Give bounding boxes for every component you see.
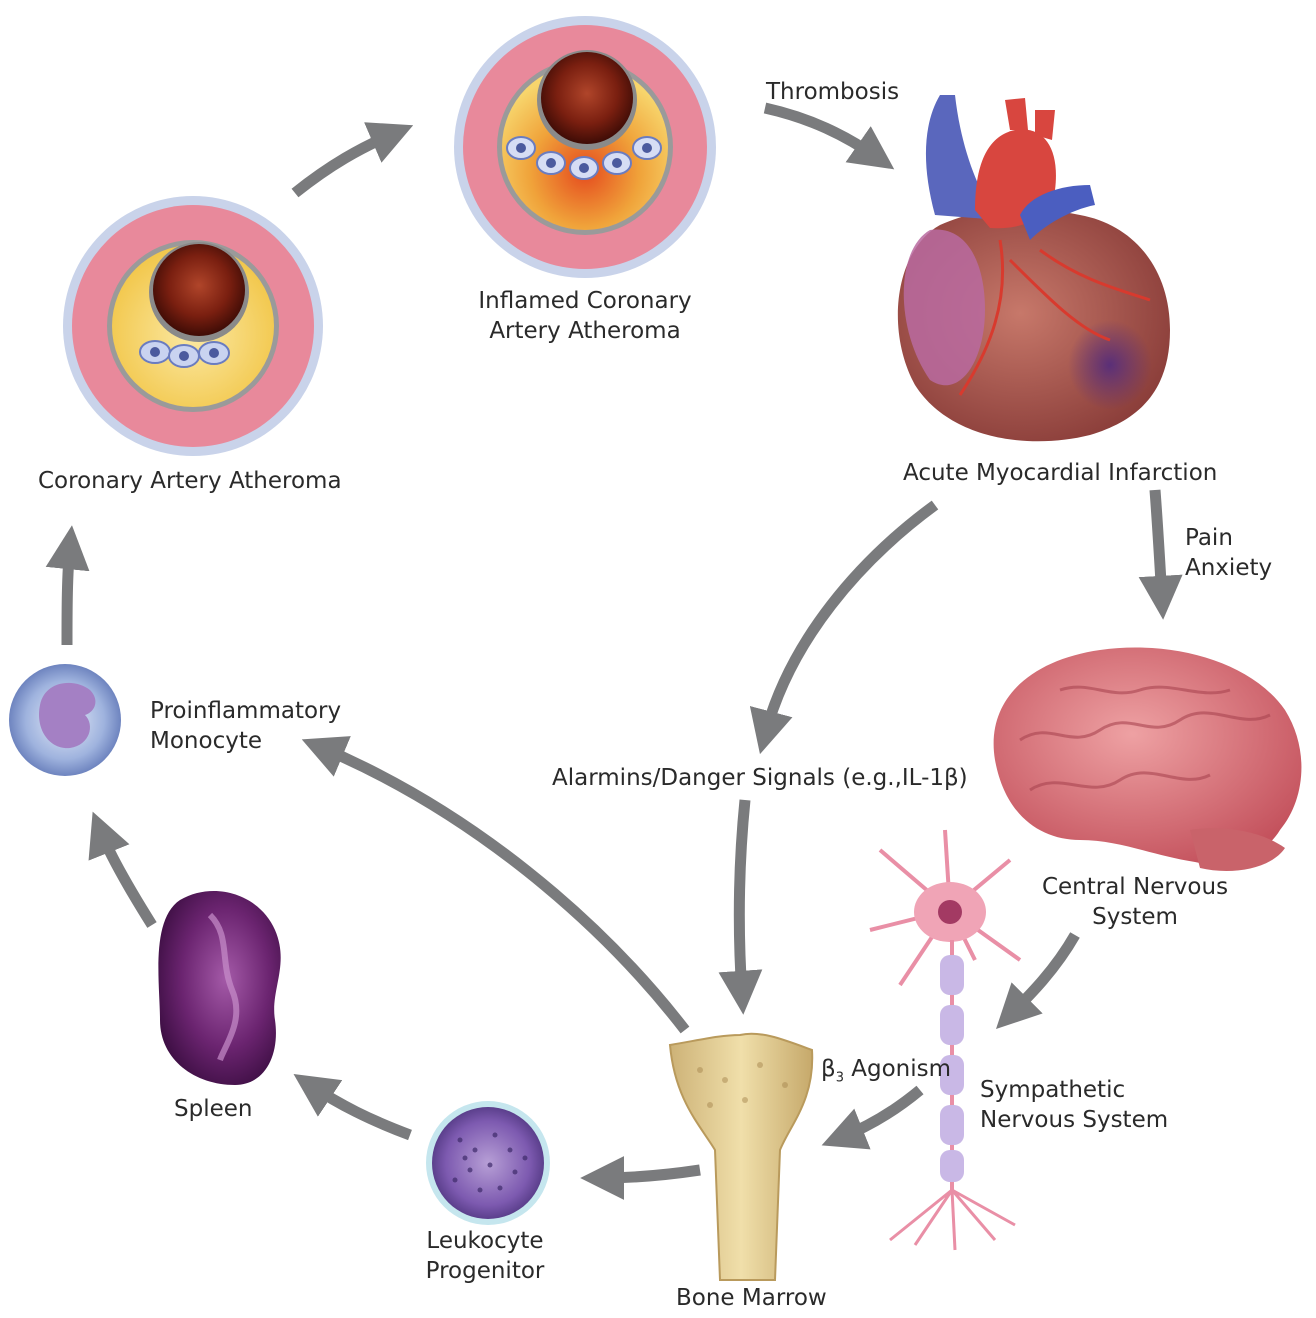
label-sympathetic-nervous-system: Sympathetic Nervous System [980,1075,1168,1135]
leukocyte-progenitor-illustration [426,1101,550,1225]
label-leuko-line2: Progenitor [410,1256,560,1286]
label-alarmins: Alarmins/Danger Signals (e.g.,IL-1β) [552,763,968,793]
label-sns-line1: Sympathetic [980,1075,1168,1105]
inflamed-atheroma-illustration [454,16,716,278]
label-coronary-artery-atheroma: Coronary Artery Atheroma [38,466,342,496]
label-monocyte-line1: Proinflammatory [150,696,341,726]
arrow-ami-to-alarmins [765,505,935,735]
label-thrombosis: Thrombosis [766,77,899,107]
label-monocyte-line2: Monocyte [150,726,341,756]
arrow-leukocyte-to-spleen [310,1085,410,1135]
arrow-beta3-to-bone [840,1090,920,1138]
label-cns-line2: System [1030,902,1240,932]
label-proinflammatory-monocyte: Proinflammatory Monocyte [150,696,341,756]
coronary-artery-atheroma-illustration [63,196,323,456]
arrow-alarmins-to-bone-marrow [739,800,745,995]
label-central-nervous-system: Central Nervous System [1030,872,1240,932]
arrow-bone-to-leukocyte [600,1170,700,1178]
label-pain: Pain [1185,523,1272,553]
label-acute-myocardial-infarction: Acute Myocardial Infarction [903,458,1217,488]
label-leukocyte-progenitor: Leukocyte Progenitor [410,1226,560,1286]
label-bone-marrow: Bone Marrow [676,1283,827,1313]
label-inflamed-line2: Artery Atheroma [460,316,710,346]
spleen-illustration [158,891,280,1085]
bone-marrow-illustration [670,1034,812,1280]
arrow-pain-anxiety [1155,490,1162,600]
label-pain-anxiety: Pain Anxiety [1185,523,1272,583]
label-beta-symbol: β [821,1056,836,1082]
monocyte-illustration [9,664,121,776]
neuron-illustration [870,830,1020,1250]
label-spleen: Spleen [174,1094,252,1124]
arrow-monocyte-to-atheroma [67,545,70,645]
arrow-cns-to-sns [1010,935,1075,1015]
heart-illustration [898,95,1170,441]
label-anxiety: Anxiety [1185,553,1272,583]
brain-illustration [994,648,1302,871]
label-beta3-agonism: β3 Agonism [821,1054,951,1094]
label-agonism: Agonism [844,1056,951,1082]
label-inflamed-line1: Inflamed Coronary [460,286,710,316]
label-beta-subscript: 3 [836,1071,844,1086]
arrow-thrombosis [765,108,878,158]
label-sns-line2: Nervous System [980,1105,1168,1135]
label-leuko-line1: Leukocyte [410,1226,560,1256]
arrow-spleen-to-monocyte [100,830,152,925]
label-cns-line1: Central Nervous [1030,872,1240,902]
arrow-atheroma-to-inflamed [295,133,395,193]
label-inflamed-atheroma: Inflamed Coronary Artery Atheroma [460,286,710,346]
